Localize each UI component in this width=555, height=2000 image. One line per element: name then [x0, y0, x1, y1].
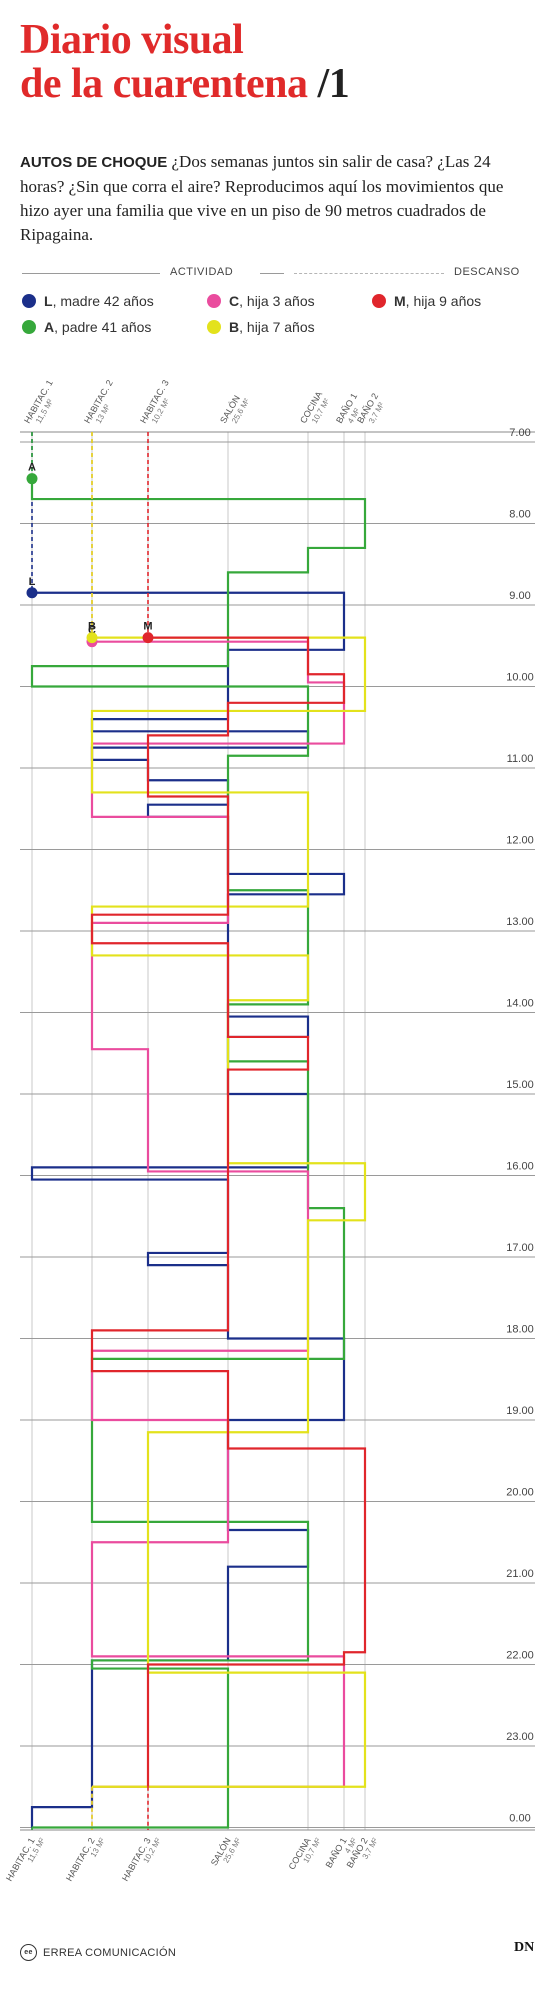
legend-item-l: L, madre 42 años: [22, 293, 154, 309]
title-separator: /: [317, 61, 330, 107]
hour-tick-label: 9.00: [509, 590, 530, 602]
hour-tick-label: 23.00: [506, 1731, 534, 1743]
lead-kicker: AUTOS DE CHOQUE: [20, 154, 168, 171]
legend-desc-c: , hija 3 años: [239, 293, 315, 309]
footer-credit-text: ERREA COMUNICACIÓN: [43, 1946, 177, 1959]
title-line-1: Diario visual: [20, 17, 244, 63]
hour-tick-label: 17.00: [506, 1242, 534, 1254]
title-line-2: de la cuarentena: [20, 61, 308, 107]
hour-tick-label: 18.00: [506, 1324, 534, 1336]
hour-tick-label: 19.00: [506, 1405, 534, 1417]
legend-item-m: M, hija 9 años: [372, 293, 481, 309]
legend-letter-a: A: [44, 319, 55, 335]
series-line-m: [90, 636, 367, 1787]
start-label-a: A: [28, 462, 36, 474]
hour-tick-label: 14.00: [506, 998, 534, 1010]
dn-logo: DN: [514, 1940, 535, 1955]
start-marker-m: [142, 632, 154, 644]
activity-line-sample-right: [260, 273, 284, 274]
hour-tick-label: 13.00: [506, 916, 534, 928]
legend-item-b: B, hija 7 años: [207, 319, 315, 335]
start-label-m: M: [143, 621, 152, 633]
legend-desc-m: , hija 9 años: [405, 293, 482, 309]
series-line-a: [30, 478, 367, 1829]
series-line-l: [30, 591, 346, 1828]
start-marker-a: [26, 473, 38, 485]
legend-dot-l: [22, 294, 36, 308]
start-marker-l: [26, 587, 38, 599]
activity-line-sample: [22, 273, 160, 274]
legend-item-a: A, padre 41 años: [22, 319, 151, 335]
hour-tick-label: 15.00: [506, 1079, 534, 1091]
footer-credit: ee ERREA COMUNICACIÓN: [20, 1944, 176, 1961]
people-legend: L, madre 42 años C, hija 3 años M, hija …: [22, 293, 534, 343]
legend-letter-b: B: [229, 319, 240, 335]
title-number: 1: [328, 61, 350, 107]
start-marker-b: [86, 632, 98, 644]
hour-tick-label: 12.00: [506, 835, 534, 847]
hour-tick-label: 7.00: [509, 427, 530, 439]
hour-tick-label: 8.00: [509, 509, 530, 521]
hour-tick-label: 21.00: [506, 1568, 534, 1580]
legend-dot-a: [22, 320, 36, 334]
rest-label: DESCANSO: [454, 266, 520, 278]
legend-item-c: C, hija 3 años: [207, 293, 315, 309]
legend-letter-m: M: [394, 293, 406, 309]
hour-tick-label: 20.00: [506, 1487, 534, 1499]
legend-desc-a: , padre 41 años: [54, 319, 152, 335]
room-label-bottom-habitac-2: HABITAC. 2: [64, 1836, 97, 1883]
hour-tick-label: 11.00: [507, 753, 534, 765]
legend-letter-c: C: [229, 293, 240, 309]
legend-letter-l: L: [44, 293, 53, 309]
start-label-l: L: [29, 576, 36, 588]
legend-desc-b: , hija 7 años: [239, 319, 315, 335]
legend-dot-b: [207, 320, 221, 334]
legend-desc-l: , madre 42 años: [52, 293, 154, 309]
activity-rest-key: ACTIVIDAD DESCANSO: [22, 264, 534, 284]
hour-tick-label: 22.00: [506, 1650, 534, 1662]
errea-logo-icon: ee: [20, 1944, 37, 1961]
start-label-b: B: [88, 621, 96, 633]
rest-line-sample: [294, 273, 444, 274]
hour-tick-label: 0.00: [509, 1813, 530, 1825]
hour-tick-label: 10.00: [506, 672, 534, 684]
hour-tick-label: 16.00: [506, 1161, 534, 1173]
series-line-c: [90, 640, 346, 1788]
legend-dot-c: [207, 294, 221, 308]
activity-label: ACTIVIDAD: [170, 266, 234, 278]
legend-dot-m: [372, 294, 386, 308]
lead-paragraph: AUTOS DE CHOQUE ¿Dos semanas juntos sin …: [20, 150, 535, 247]
lead-text: ¿Dos semanas juntos sin salir de casa? ¿…: [20, 152, 504, 244]
